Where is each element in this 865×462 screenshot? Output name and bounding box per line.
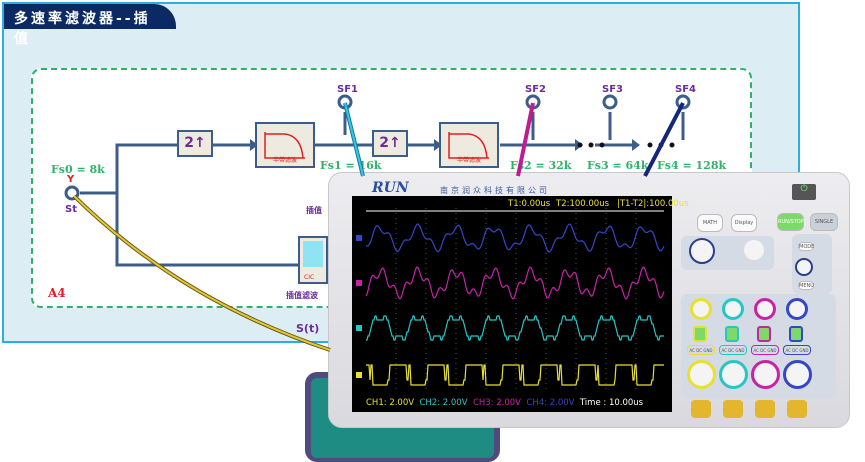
filter-label: 半带滤波 bbox=[456, 157, 481, 164]
timebase: Time : 10.00us bbox=[579, 398, 644, 408]
scale-knob-3[interactable] bbox=[751, 360, 780, 389]
cic-label: CIC bbox=[304, 274, 315, 281]
sf2-probe-point[interactable] bbox=[525, 94, 541, 110]
bnc-input-1[interactable] bbox=[691, 400, 711, 418]
mode-button[interactable]: MODE bbox=[798, 242, 815, 251]
status-bar: CH1: 2.00V CH2: 2.00V CH3: 2.00V CH4: 2.… bbox=[366, 398, 643, 408]
fs0-label: Fs0 = 8k bbox=[51, 163, 105, 176]
bnc-input-4[interactable] bbox=[787, 400, 807, 418]
ch3-label: CH3: bbox=[472, 398, 494, 408]
page-title: 多速率滤波器--插值 bbox=[4, 4, 176, 47]
trace-3 bbox=[365, 266, 665, 300]
run-stop-button[interactable]: RUN/STOP bbox=[777, 213, 804, 231]
cursor-delta: |T1-T2|:100.00us bbox=[617, 199, 689, 209]
region-label: A4 bbox=[48, 286, 66, 300]
position-knob-1[interactable] bbox=[690, 298, 712, 320]
ch1-label: CH1: bbox=[366, 398, 387, 408]
coupling-selector-1[interactable]: AC DC GND bbox=[687, 345, 715, 355]
fs4-label: Fs4 = 128k bbox=[657, 159, 727, 172]
sf4-probe-point[interactable] bbox=[675, 94, 691, 110]
ch4-scale: 2.00V bbox=[549, 398, 575, 408]
halfband-filter-2: 半带滤波 bbox=[439, 122, 499, 168]
coupling-selector-3[interactable]: AC DC GND bbox=[751, 345, 779, 355]
power-button[interactable]: ⏻ bbox=[792, 184, 816, 200]
channel-marker[interactable] bbox=[356, 280, 362, 286]
sf2-label: SF2 bbox=[525, 84, 546, 95]
display-button[interactable]: Display bbox=[731, 214, 757, 232]
upsample-block-1: 2↑ bbox=[177, 130, 213, 157]
cursor-knob-2[interactable] bbox=[744, 240, 764, 260]
ch2-label: CH2: bbox=[419, 398, 441, 408]
output-label: S(t) bbox=[296, 322, 320, 335]
brand-logo: RUN bbox=[372, 180, 409, 196]
fs3-label: Fs3 = 64k bbox=[587, 159, 649, 172]
position-knob-2[interactable] bbox=[722, 298, 744, 320]
coupling-selector-2[interactable]: AC DC GND bbox=[719, 345, 747, 355]
st-probe-point[interactable] bbox=[64, 185, 80, 201]
single-button[interactable]: SINGLE bbox=[810, 213, 838, 231]
sf3-probe-point[interactable] bbox=[602, 94, 618, 110]
sf1-label: SF1 bbox=[337, 84, 358, 95]
scale-knob-4[interactable] bbox=[783, 360, 812, 389]
trace-2 bbox=[366, 315, 664, 341]
sf4-label: SF4 bbox=[675, 84, 696, 95]
coupling-selector-4[interactable]: AC DC GND bbox=[783, 345, 811, 355]
company-name: 南京润众科技有限公司 bbox=[440, 186, 550, 195]
st-label: St bbox=[65, 204, 77, 215]
trace-1 bbox=[366, 364, 664, 386]
fs1-label: Fs1 = 16k bbox=[320, 159, 382, 172]
halfband-filter-1: 半带滤波 bbox=[255, 122, 315, 168]
math-button[interactable]: MATH bbox=[697, 214, 723, 232]
trace-4 bbox=[365, 223, 665, 253]
channel-button-2[interactable] bbox=[725, 326, 739, 342]
channel-button-3[interactable] bbox=[757, 326, 771, 342]
trigger-knob[interactable] bbox=[795, 258, 813, 276]
interp-label: 插值 bbox=[306, 206, 322, 215]
cursor-t1: T1:0.00us bbox=[508, 199, 551, 209]
bnc-input-3[interactable] bbox=[755, 400, 775, 418]
position-knob-4[interactable] bbox=[786, 298, 808, 320]
waveform-area bbox=[356, 208, 665, 393]
ch4-label: CH4: bbox=[526, 398, 548, 408]
sf1-probe-point[interactable] bbox=[337, 94, 353, 110]
ch1-scale: 2.00V bbox=[389, 398, 415, 408]
bnc-input-2[interactable] bbox=[723, 400, 743, 418]
channel-marker[interactable] bbox=[356, 235, 362, 241]
cic-filter-block: CIC bbox=[298, 236, 328, 284]
scale-knob-1[interactable] bbox=[687, 360, 716, 389]
cursor-t2: T2:100.00us bbox=[556, 199, 610, 209]
menu-button[interactable]: MENU bbox=[798, 281, 814, 290]
interp-filter-label: 插值滤波 bbox=[286, 291, 318, 300]
sf3-label: SF3 bbox=[602, 84, 623, 95]
ch2-scale: 2.00V bbox=[442, 398, 468, 408]
channel-button-4[interactable] bbox=[789, 326, 803, 342]
scope-screen bbox=[352, 196, 672, 412]
position-knob-3[interactable] bbox=[754, 298, 776, 320]
ch3-scale: 2.00V bbox=[496, 398, 521, 408]
channel-marker[interactable] bbox=[356, 372, 362, 378]
filter-label: 半带滤波 bbox=[272, 157, 297, 164]
channel-marker[interactable] bbox=[356, 325, 362, 331]
scale-knob-2[interactable] bbox=[719, 360, 748, 389]
channel-button-1[interactable] bbox=[693, 326, 707, 342]
cursor-knob-1[interactable] bbox=[689, 238, 715, 264]
fs2-label: Fs2 = 32k bbox=[510, 159, 572, 172]
upsample-block-2: 2↑ bbox=[372, 130, 408, 157]
y-label: Y bbox=[67, 174, 75, 185]
